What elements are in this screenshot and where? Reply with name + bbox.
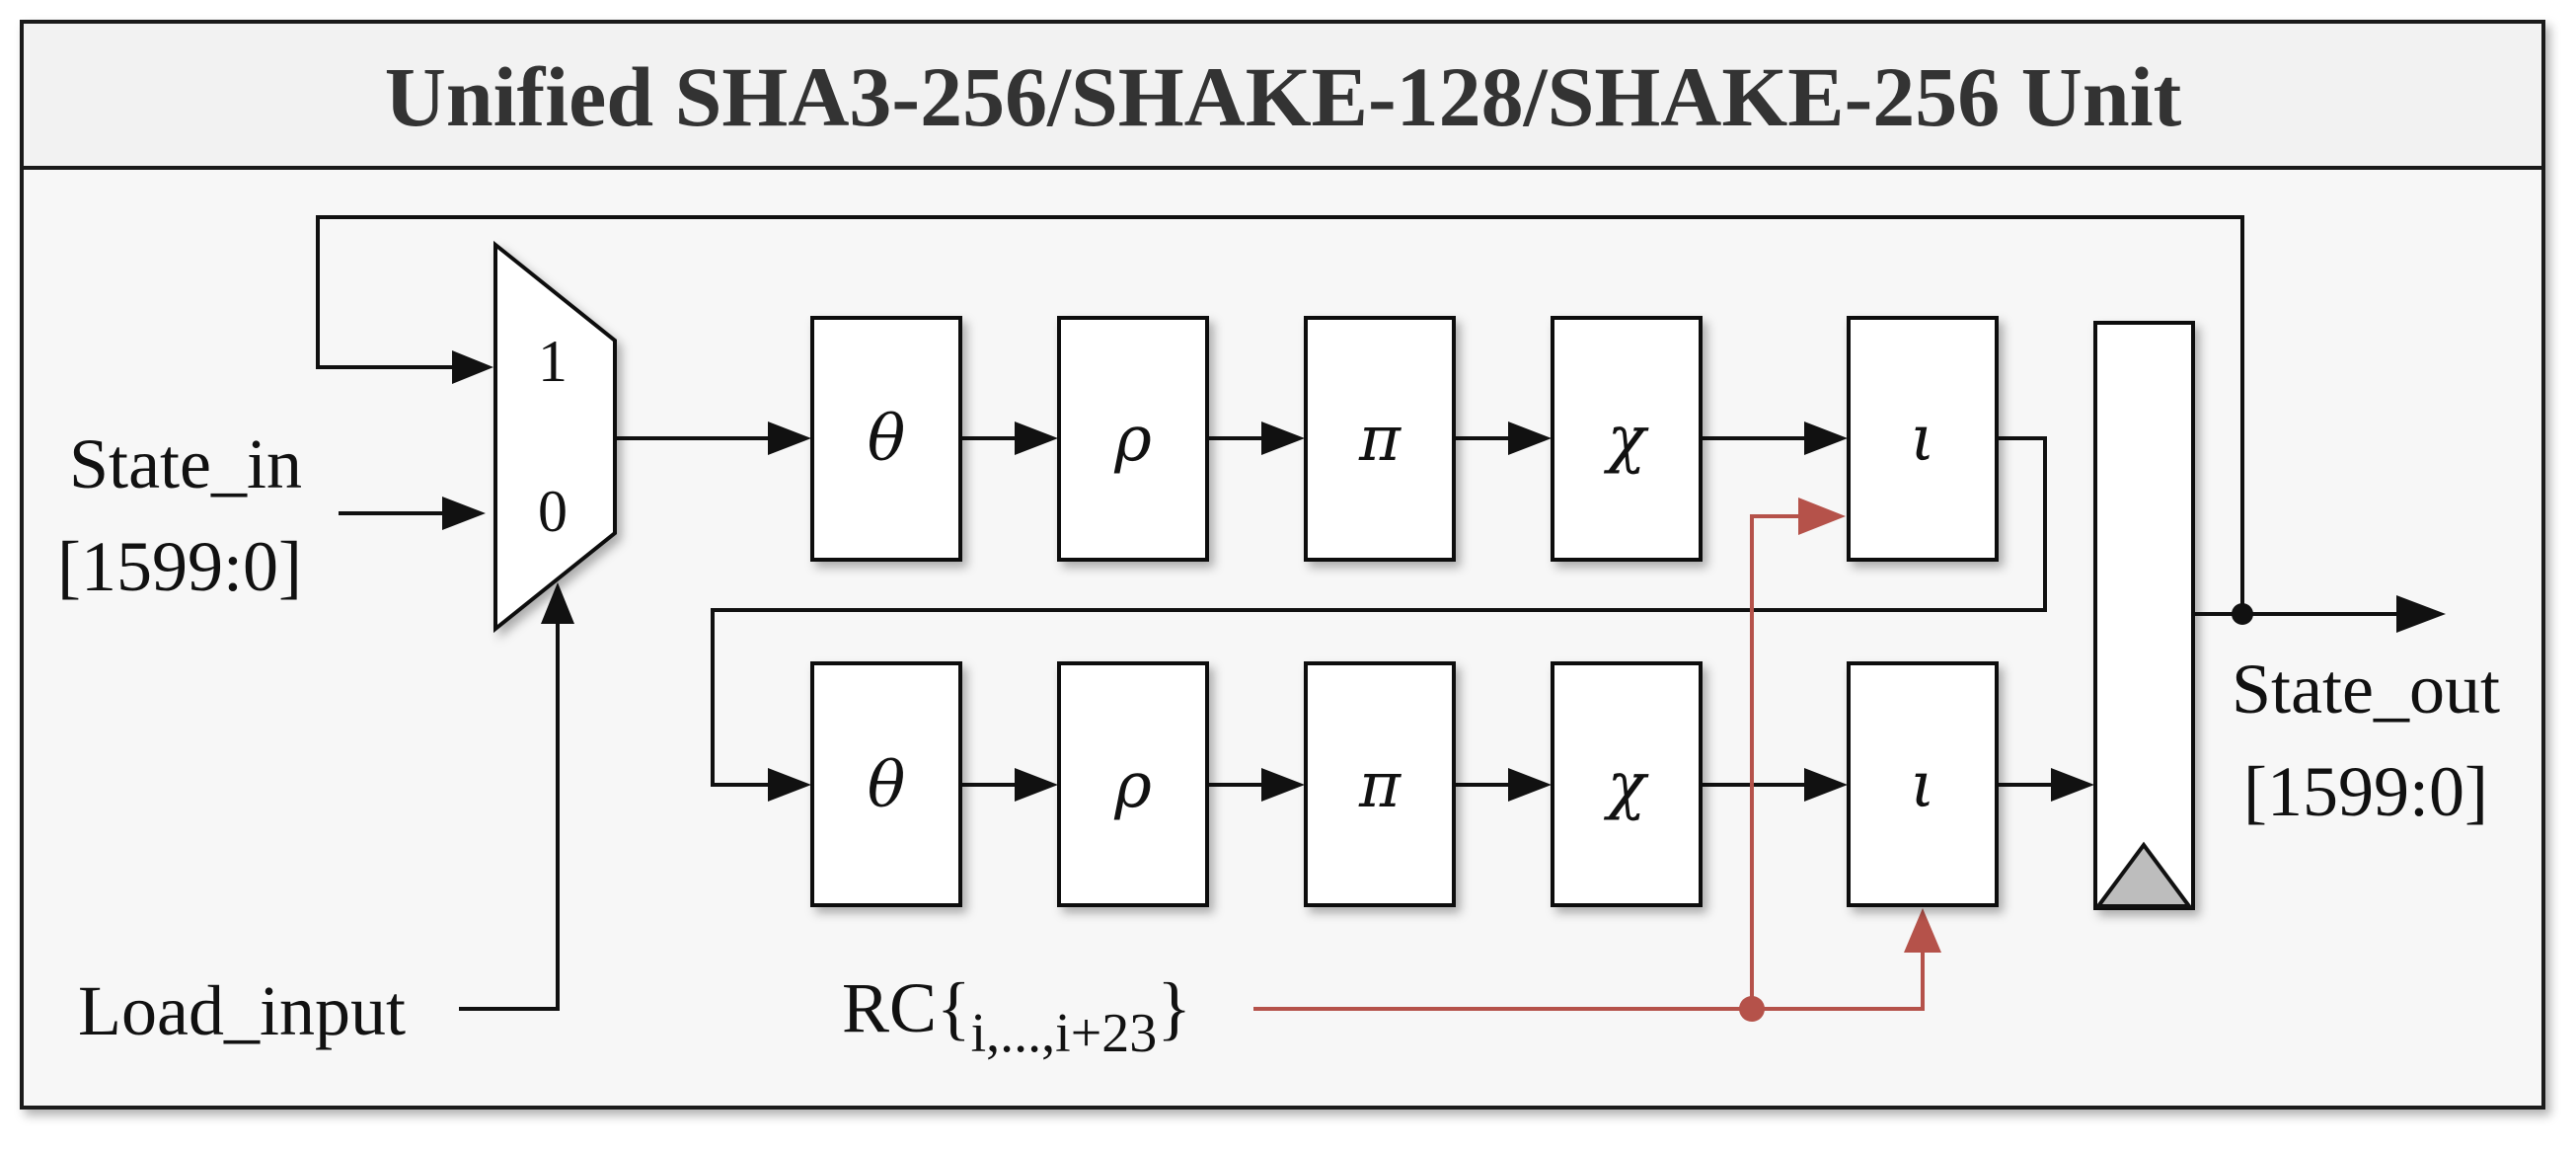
row2-pi-symbol: π <box>1358 749 1402 822</box>
state-register <box>2093 321 2195 910</box>
rc-arrowhead-row1 <box>1798 498 1846 535</box>
state-in-label: State_in <box>69 424 302 503</box>
row1-chi-block <box>1551 316 1703 562</box>
mux-body <box>493 240 617 634</box>
row2-rho-block <box>1057 661 1209 907</box>
rc-subscript: i,...,i+23 <box>971 1003 1158 1064</box>
load-input-arrowhead <box>541 582 574 624</box>
wires <box>316 215 2446 1011</box>
state-in-arrowhead <box>442 497 486 530</box>
round-constant-wires <box>1253 498 1941 1022</box>
row2-chi-block <box>1551 661 1703 907</box>
row1-arrowhead-2 <box>1261 422 1305 455</box>
row-link-arrowhead <box>768 768 811 802</box>
round-row-1: θ ρ π χ ι <box>810 316 1999 562</box>
state-out-label: State_out <box>2232 650 2500 728</box>
rc-suffix: } <box>1157 968 1191 1047</box>
load-input-wire <box>459 602 560 1011</box>
row1-arrowhead-3 <box>1508 422 1552 455</box>
round-constant-label: RC{i,...,i+23} <box>842 968 1191 1064</box>
state-in-width-label: [1599:0] <box>57 527 302 606</box>
row-link-wire <box>711 436 2047 787</box>
row1-iota-block <box>1847 316 1999 562</box>
row2-rho-symbol: ρ <box>1113 749 1152 822</box>
feedback-arrowhead <box>452 350 493 384</box>
row2-iota-symbol: ι <box>1910 749 1934 822</box>
round-row-2: θ ρ π χ ι <box>810 661 1999 907</box>
row1-theta-symbol: θ <box>868 403 906 476</box>
row2-iota-block <box>1847 661 1999 907</box>
rc-arrowhead-row2 <box>1904 908 1941 953</box>
row1-chi-symbol: χ <box>1604 403 1649 476</box>
mux-input-0-label: 0 <box>538 479 568 544</box>
row1-pi-symbol: π <box>1358 403 1402 476</box>
row1-pi-block <box>1304 316 1456 562</box>
output-tap-junction <box>2232 603 2253 625</box>
row1-theta-block <box>810 316 962 562</box>
to-register-arrowhead <box>2051 768 2094 802</box>
feedback-wire <box>316 215 2244 614</box>
row2-arrowhead-1 <box>1015 768 1058 802</box>
multiplexer: 1 0 <box>493 240 617 634</box>
load-input-label: Load_input <box>78 971 406 1050</box>
state-out-width-label: [1599:0] <box>2243 752 2488 831</box>
row2-pi-block <box>1304 661 1456 907</box>
row1-arrowhead-4 <box>1804 422 1848 455</box>
row1-rho-block <box>1057 316 1209 562</box>
rc-branch-row1 <box>1750 514 1821 1009</box>
row2-arrowhead-4 <box>1804 768 1848 802</box>
row2-arrowhead-2 <box>1261 768 1305 802</box>
rc-junction <box>1739 996 1765 1022</box>
title-bar <box>20 20 2545 170</box>
row1-arrowhead-1 <box>1015 422 1058 455</box>
register-body <box>2093 321 2195 910</box>
row2-theta-symbol: θ <box>868 749 906 822</box>
row1-iota-symbol: ι <box>1910 403 1934 476</box>
mux-input-1-label: 1 <box>538 329 568 394</box>
diagram-title: Unified SHA3-256/SHAKE-128/SHAKE-256 Uni… <box>385 49 2182 144</box>
mux-out-arrowhead <box>768 422 811 455</box>
state-out-arrowhead <box>2396 595 2446 633</box>
row2-theta-block <box>810 661 962 907</box>
rc-wire <box>1253 933 1925 1011</box>
register-clock-triangle <box>2094 841 2193 908</box>
rc-prefix: RC{ <box>842 968 971 1047</box>
row2-chi-symbol: χ <box>1604 749 1649 822</box>
row2-arrowhead-3 <box>1508 768 1552 802</box>
row1-rho-symbol: ρ <box>1113 403 1152 476</box>
